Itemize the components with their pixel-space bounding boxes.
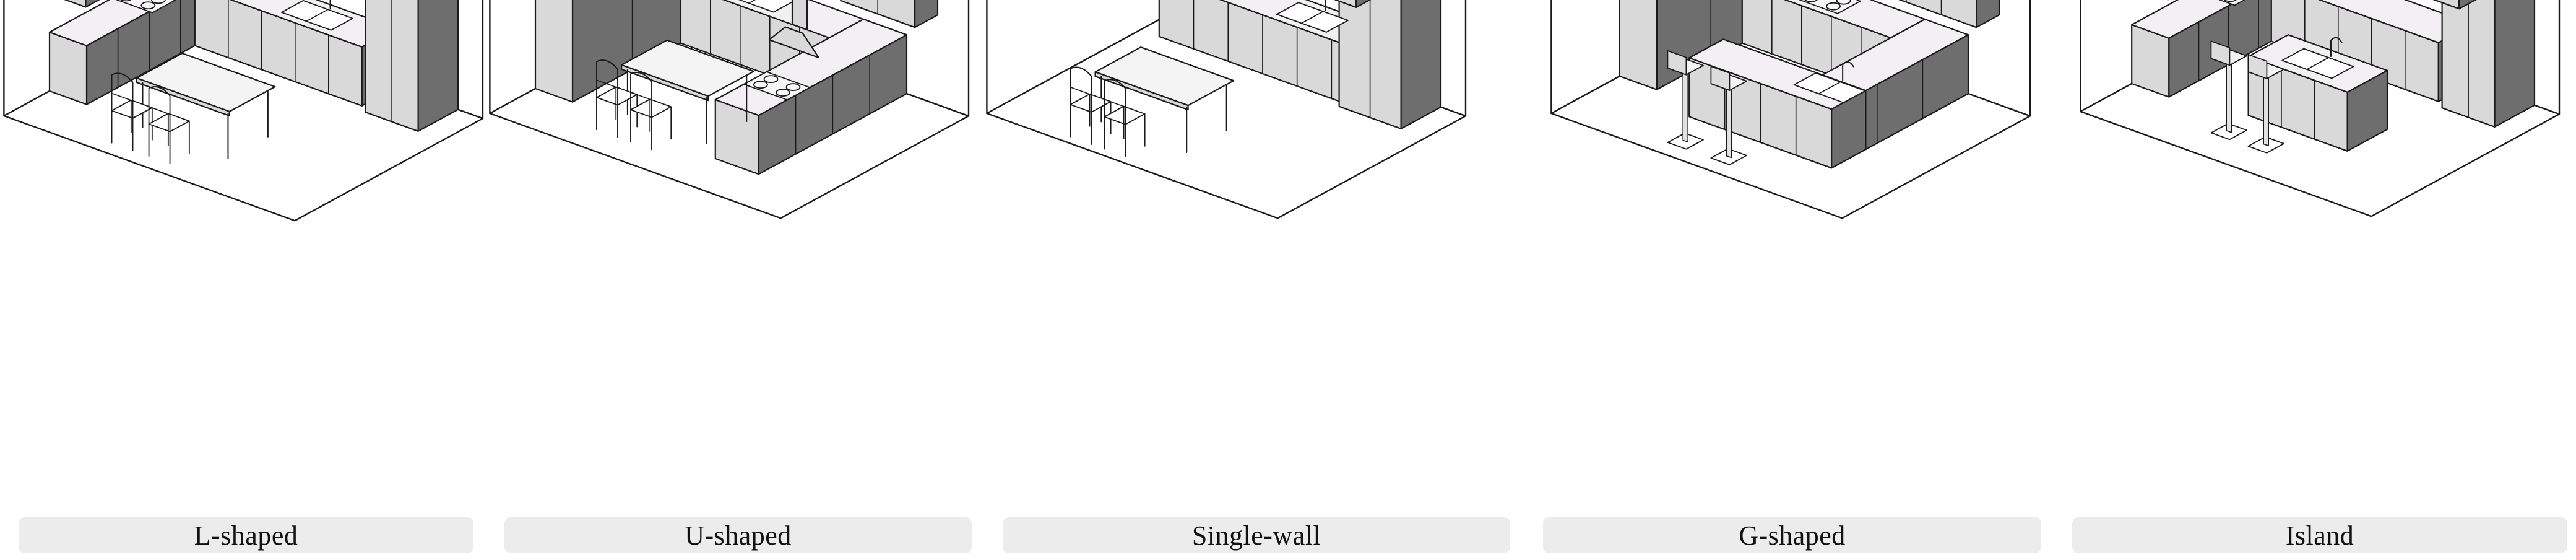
chair-2-back-rail [630, 92, 652, 101]
cooktop [2218, 0, 2245, 6]
base-cabinet-left-top [2131, 0, 2241, 39]
cooktop-burner [120, 0, 132, 2]
chair-2-back-rail [148, 106, 171, 115]
sink-divider [748, 0, 756, 4]
sink-faucet-spout [2330, 37, 2343, 43]
sink-divider [1301, 11, 1324, 24]
bar-stool-2-post [1726, 87, 1732, 159]
panel-label-single-wall: Single-wall [1191, 520, 1321, 551]
panel-u-shaped [489, 0, 970, 219]
tall-cabinet-side [2494, 0, 2536, 128]
chair-2-backrest [1104, 79, 1126, 89]
chair-1-backrest [596, 59, 618, 70]
cooktop-burner [776, 89, 790, 97]
tall-cabinet-left-end [534, 0, 574, 103]
panel-g-shaped [1550, 0, 2031, 219]
range-hood-chimney [791, 0, 808, 31]
chair-1-backrest [111, 72, 134, 83]
wall-cabinet-right-side [914, 0, 939, 28]
bar-stool-2-post [2263, 75, 2269, 147]
label-bar-g-shaped: G-shaped [1543, 517, 2041, 553]
cooktop-burner [140, 1, 156, 10]
cooktop [1798, 0, 1861, 14]
label-bar-single-wall: Single-wall [1003, 517, 1510, 553]
sink-divider [2306, 57, 2330, 70]
bar-stool-1-back [1667, 50, 1687, 76]
panel-label-l-shaped: L-shaped [194, 520, 298, 551]
bar-stool-1-post [2226, 62, 2232, 133]
wall-cabinet-back-side [2458, 0, 2477, 10]
cooktop [743, 71, 811, 101]
cooktop-burner [150, 0, 166, 4]
chair-1-backrest [1070, 66, 1092, 77]
bar-stool-1-post [1682, 71, 1688, 142]
range-hood [768, 26, 819, 59]
sink-faucet-spout [1842, 61, 1855, 68]
label-bar-l-shaped: L-shaped [19, 517, 473, 553]
sink-divider [1818, 81, 1841, 95]
tall-cabinet-left-end [1619, 0, 1658, 90]
chair-1-back-rail [596, 79, 618, 89]
chair-1-back-rail [1070, 86, 1092, 95]
bar-stool-2-back [1710, 66, 1731, 91]
panel-island [2080, 0, 2561, 217]
bar-stool-1-back [2210, 40, 2231, 66]
chair-1-back-rail [111, 92, 134, 102]
base-cabinet-left-top [48, 0, 172, 46]
cooktop-burner [2224, 0, 2237, 2]
tall-cabinet-side [417, 0, 459, 132]
cooktop-burner [1836, 0, 1851, 5]
label-bar-island: Island [2072, 517, 2567, 553]
chair-2-backrest [149, 85, 171, 97]
bar-stool-2-back [2247, 54, 2268, 79]
panel-l-shaped [3, 0, 484, 222]
chair-2-back-rail [1104, 98, 1126, 108]
cooktop-burner [785, 83, 801, 91]
wall-cabinet-side [1355, 0, 1372, 8]
cooktop-burner [753, 81, 768, 89]
wall-cabinet-right-side [1976, 0, 2000, 28]
sink [738, 0, 796, 13]
sink-divider [306, 9, 329, 22]
panel-single-wall [986, 0, 1467, 219]
cooktop-burner [1804, 0, 1818, 2]
cooktop-burner [1826, 2, 1841, 11]
panel-label-g-shaped: G-shaped [1739, 520, 1846, 551]
label-bar-u-shaped: U-shaped [504, 517, 972, 553]
tall-cabinet-side [1400, 0, 1442, 129]
cooktop-burner [763, 75, 779, 84]
chair-2-backrest [630, 71, 652, 82]
wall-cabinet-left-end [64, 0, 87, 8]
panel-label-u-shaped: U-shaped [685, 520, 792, 551]
panel-label-island: Island [2285, 520, 2354, 551]
